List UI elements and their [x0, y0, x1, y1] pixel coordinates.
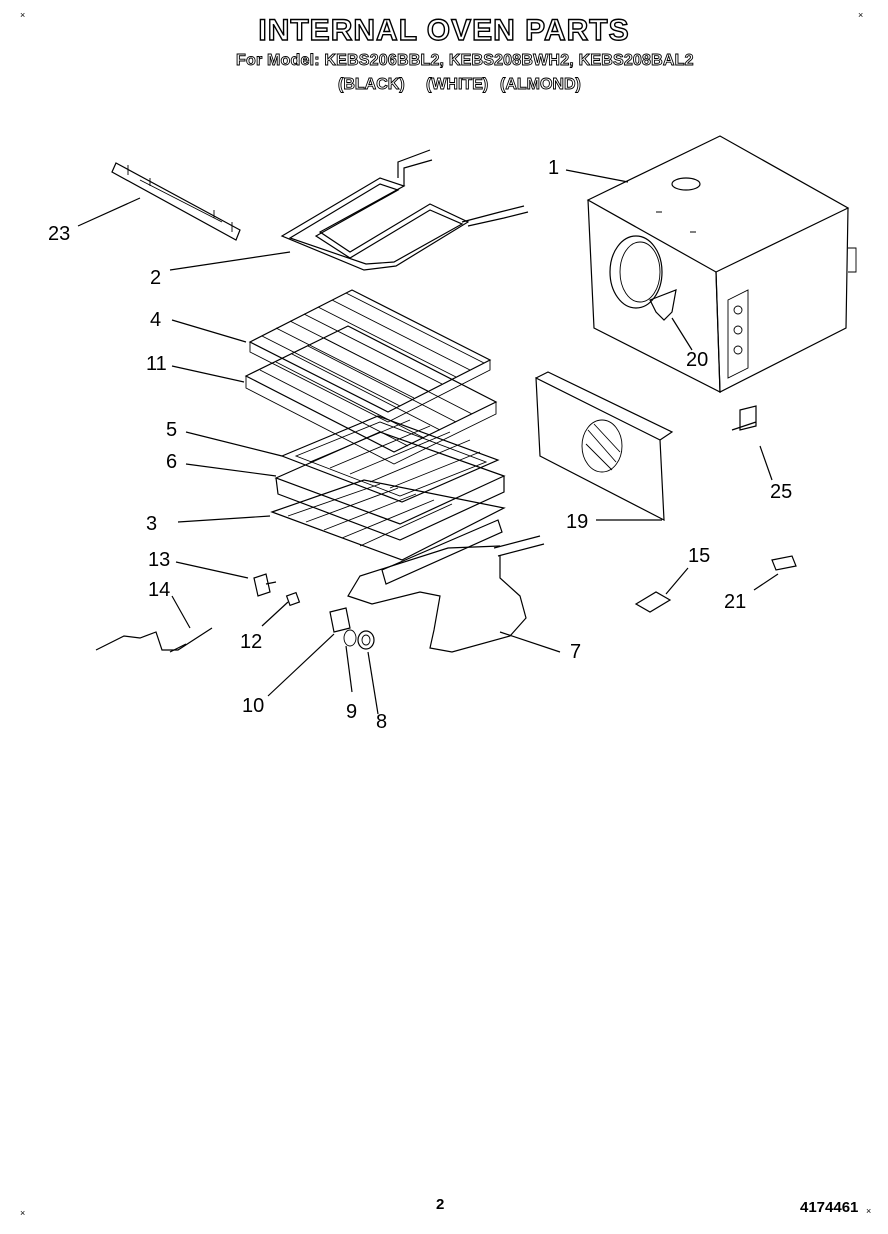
part-11-oven-rack: [244, 325, 498, 465]
corner-mark-top-left: ×: [20, 10, 26, 20]
callout-9: 9: [346, 701, 357, 723]
diagram-title: INTERNAL OVEN PARTS: [258, 13, 630, 47]
part-25-sensor: [731, 405, 757, 431]
callout-10: 10: [242, 695, 264, 717]
part-12-bushing: [285, 591, 301, 607]
callout-21: 21: [724, 591, 746, 613]
part-3-oven-bottom: [270, 479, 506, 585]
part-13-bracket: [253, 573, 277, 597]
callout-2: 2: [150, 267, 161, 289]
callout-6: 6: [166, 451, 177, 473]
corner-mark-top-right: ×: [858, 10, 864, 20]
leader-lines: [77, 169, 779, 715]
document-number: 4174461: [800, 1199, 859, 1216]
color-almond-label: (ALMOND): [500, 76, 582, 94]
callout-15: 15: [688, 545, 710, 567]
callout-25: 25: [770, 481, 792, 503]
page-number: 2: [436, 1196, 445, 1213]
part-2-broil-element: [280, 149, 529, 271]
callout-3: 3: [146, 513, 157, 535]
callout-4: 4: [150, 309, 161, 331]
callout-13: 13: [148, 549, 170, 571]
callout-7: 7: [570, 641, 581, 663]
part-8-light-lens: [357, 630, 375, 650]
part-15-clip: [634, 591, 672, 613]
color-white-label: (WHITE): [426, 76, 489, 94]
callout-20: 20: [686, 349, 708, 371]
model-line: For Model: KEBS206BBL2, KEBS208BWH2, KEB…: [236, 52, 694, 70]
callout-19: 19: [566, 511, 588, 533]
corner-mark-bottom-left: ×: [20, 1208, 26, 1218]
part-19-fan-cover: [535, 371, 674, 522]
part-6-broiler-pan: [274, 431, 506, 541]
callout-labels: 23 2 4 11 5 6 3 13 14 12 10 9 8 7 1 20 1…: [48, 157, 792, 733]
part-21-clip: [771, 555, 797, 571]
part-10-light-housing: [329, 607, 351, 633]
callout-23: 23: [48, 223, 70, 245]
callout-11: 11: [146, 353, 167, 375]
part-14-probe: [95, 627, 213, 653]
callout-8: 8: [376, 711, 387, 733]
part-7-bake-element: [347, 535, 545, 653]
part-20-bracket: [649, 289, 677, 321]
color-black-label: (BLACK): [338, 76, 406, 94]
callout-1: 1: [548, 157, 559, 179]
callout-14: 14: [148, 579, 170, 601]
callout-12: 12: [240, 631, 262, 653]
corner-mark-bottom-right: ×: [866, 1206, 872, 1216]
callout-5: 5: [166, 419, 177, 441]
part-9-light-bulb: [343, 629, 357, 647]
part-1-oven-cavity: [586, 135, 857, 393]
part-23-rack-support: [111, 162, 241, 241]
